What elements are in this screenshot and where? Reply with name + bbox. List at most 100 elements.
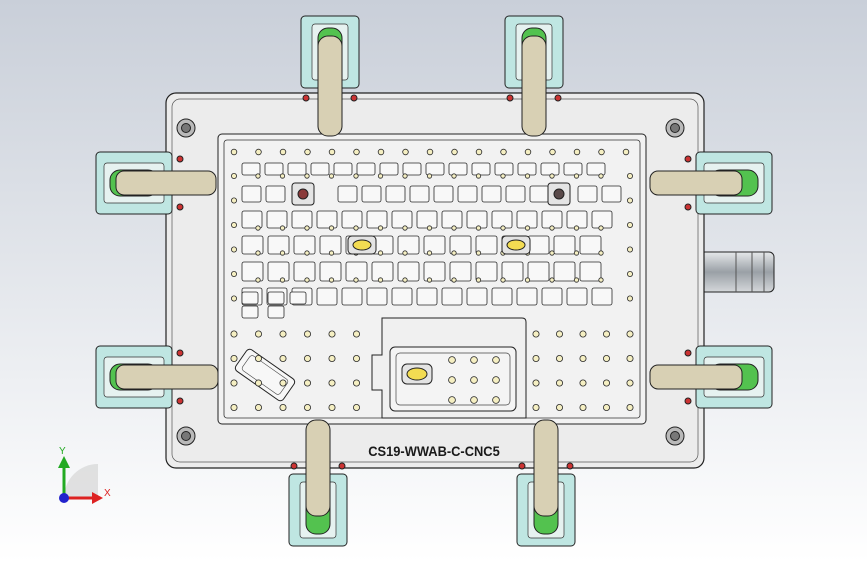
vacuum-hole [328, 354, 336, 362]
pocket [316, 287, 338, 306]
air-fitting [699, 251, 775, 293]
vacuum-hole [377, 173, 384, 179]
vacuum-hole [352, 354, 360, 362]
pocket [553, 261, 576, 282]
vacuum-hole [328, 250, 335, 256]
vacuum-hole [573, 225, 580, 231]
vacuum-hole [328, 173, 335, 179]
toggle-clamp [504, 15, 564, 137]
vacuum-hole [254, 354, 262, 362]
pocket [449, 235, 472, 255]
pocket [266, 210, 288, 229]
vacuum-hole [426, 148, 434, 156]
pocket [241, 235, 264, 255]
pocket [471, 162, 491, 176]
vacuum-hole [303, 330, 311, 338]
vacuum-hole [470, 376, 478, 384]
pocket [409, 185, 430, 203]
pocket [475, 235, 498, 255]
vacuum-hole [254, 379, 262, 387]
vacuum-hole [230, 354, 238, 362]
vacuum-hole [603, 403, 611, 411]
vacuum-hole [524, 173, 531, 179]
vacuum-hole [303, 403, 311, 411]
vacuum-hole [426, 225, 433, 231]
vacuum-hole [328, 379, 336, 387]
vacuum-hole [426, 250, 433, 256]
vacuum-hole [377, 277, 384, 283]
pocket [333, 162, 353, 176]
vacuum-hole [426, 277, 433, 283]
pocket [267, 261, 290, 282]
pocket [287, 162, 307, 176]
vacuum-hole [448, 396, 456, 404]
pocket [475, 261, 498, 282]
vacuum-hole [573, 277, 580, 283]
vacuum-hole [377, 148, 385, 156]
vacuum-hole [353, 225, 359, 231]
vacuum-hole [352, 379, 360, 387]
vacuum-hole [303, 354, 311, 362]
vacuum-hole [556, 354, 564, 362]
vacuum-hole [627, 221, 634, 228]
vacuum-hole [524, 225, 531, 231]
pocket [289, 291, 307, 305]
vacuum-hole [524, 148, 532, 156]
vacuum-hole [451, 277, 457, 283]
vacuum-hole [524, 277, 531, 283]
vacuum-hole [352, 403, 360, 411]
pocket [293, 235, 316, 255]
pocket [491, 287, 513, 306]
pocket [241, 291, 259, 305]
pocket [591, 287, 613, 306]
vacuum-hole [451, 225, 457, 231]
vacuum-hole [402, 148, 409, 156]
pocket [356, 162, 376, 176]
vacuum-hole [279, 250, 286, 256]
vacuum-hole [556, 403, 564, 411]
vacuum-hole [627, 172, 634, 179]
vacuum-hole [579, 330, 587, 338]
vacuum-hole [230, 148, 238, 156]
pocket [591, 210, 613, 229]
vacuum-hole [279, 148, 287, 156]
vacuum-hole [230, 295, 237, 302]
vacuum-hole [426, 173, 433, 179]
pocket [566, 287, 588, 306]
vacuum-hole [500, 225, 506, 231]
z-axis-dot [59, 493, 69, 503]
pocket [553, 235, 576, 255]
pocket [385, 185, 406, 203]
coordinate-triad[interactable]: Y X [58, 446, 111, 504]
pocket [541, 287, 563, 306]
pocket [579, 261, 602, 282]
vacuum-hole [603, 379, 611, 387]
vacuum-hole [573, 173, 580, 179]
vacuum-hole [626, 403, 634, 411]
vacuum-hole [451, 250, 457, 256]
vacuum-hole [579, 379, 587, 387]
pocket [505, 185, 526, 203]
vacuum-hole [279, 225, 286, 231]
vacuum-hole [279, 379, 287, 387]
pocket [267, 235, 290, 255]
vacuum-hole [451, 173, 457, 179]
vacuum-hole [303, 379, 311, 387]
vacuum-hole [328, 148, 336, 156]
pocket [423, 261, 446, 282]
vacuum-hole [328, 403, 336, 411]
vacuum-hole [470, 396, 478, 404]
vacuum-hole [470, 356, 478, 364]
vacuum-hole [627, 197, 634, 204]
vacuum-hole-grid [230, 148, 634, 411]
pocket [241, 162, 261, 176]
vacuum-hole [475, 173, 482, 179]
pocket [379, 162, 399, 176]
pocket [516, 287, 538, 306]
vacuum-hole [255, 225, 261, 231]
pocket [579, 235, 602, 255]
pocket [601, 185, 622, 203]
vacuum-hole [304, 173, 310, 179]
